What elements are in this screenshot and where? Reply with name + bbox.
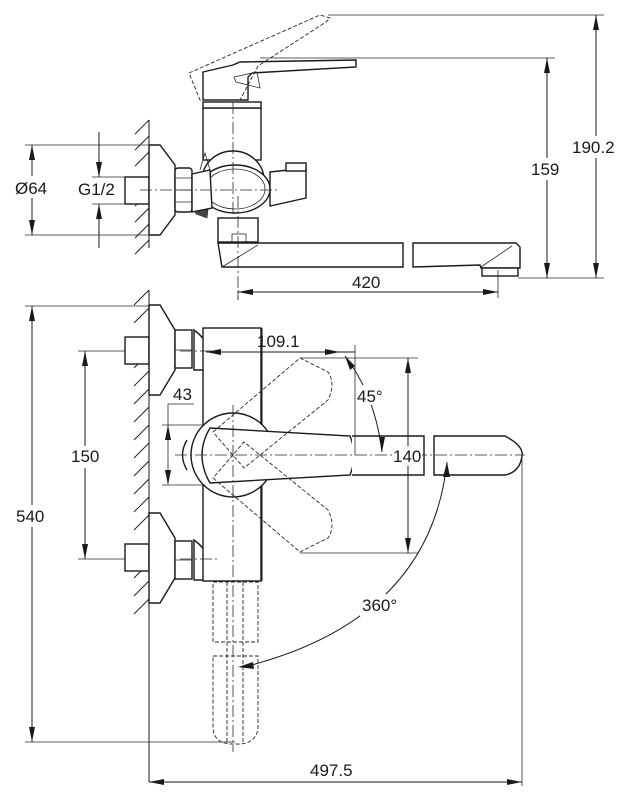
dim-handle-length: 140	[300, 357, 422, 554]
dim-total-height: 190.2	[328, 14, 626, 279]
spout-rotated-lower	[212, 655, 259, 745]
lever-rotated-up	[212, 357, 333, 469]
upper-flange	[148, 304, 176, 396]
lower-inlet-pipe	[124, 543, 150, 572]
total-length-label: 540	[16, 507, 44, 526]
spout-right	[412, 242, 521, 269]
thread-label: G1/2	[78, 180, 115, 199]
handle-offset-label: 109.1	[257, 332, 300, 351]
outlet-height-label: 159	[531, 160, 559, 179]
inlet-pipe	[124, 176, 150, 205]
total-height-label: 190.2	[572, 138, 615, 157]
lower-flange	[148, 512, 176, 604]
spout-rotation-label: 360°	[362, 596, 397, 615]
lever-raised-outline	[188, 14, 331, 101]
inlet-spacing-label: 150	[71, 447, 99, 466]
dim-inlet-spacing: 150	[70, 350, 125, 560]
spout-reach-label: 420	[352, 273, 380, 292]
body-width-label: 43	[173, 385, 192, 404]
dim-total-depth: 497.5	[149, 455, 523, 786]
dim-handle-rotation: 45°	[344, 355, 386, 453]
spout-rotated-upper	[212, 581, 259, 643]
dim-outlet-height: 159	[260, 57, 566, 279]
total-depth-label: 497.5	[310, 761, 353, 780]
dim-spout-rotation: 360°	[238, 461, 450, 669]
shower-outlet	[269, 167, 307, 207]
handle-rotation-label: 45°	[357, 387, 383, 406]
upper-inlet-pipe	[124, 336, 150, 365]
dim-thread: G1/2	[78, 132, 125, 248]
aerator	[481, 267, 519, 277]
dim-total-length: 540	[14, 305, 235, 743]
dim-flange-diameter: Ø64	[14, 144, 150, 236]
handle-length-label: 140	[393, 447, 421, 466]
dim-spout-reach: 420	[237, 270, 499, 300]
top-lever-handle	[201, 427, 355, 484]
top-view: 540 150 43 109.1	[14, 289, 525, 786]
lever-handle	[202, 59, 357, 101]
side-view: Ø64 G1/2 420 159	[14, 14, 626, 300]
lever-rotated-down	[212, 441, 333, 553]
dim-body-width: 43	[162, 385, 205, 486]
spout-left	[217, 242, 404, 268]
dim-handle-offset: 109.1	[206, 332, 356, 455]
flange-diameter-label: Ø64	[15, 179, 47, 198]
